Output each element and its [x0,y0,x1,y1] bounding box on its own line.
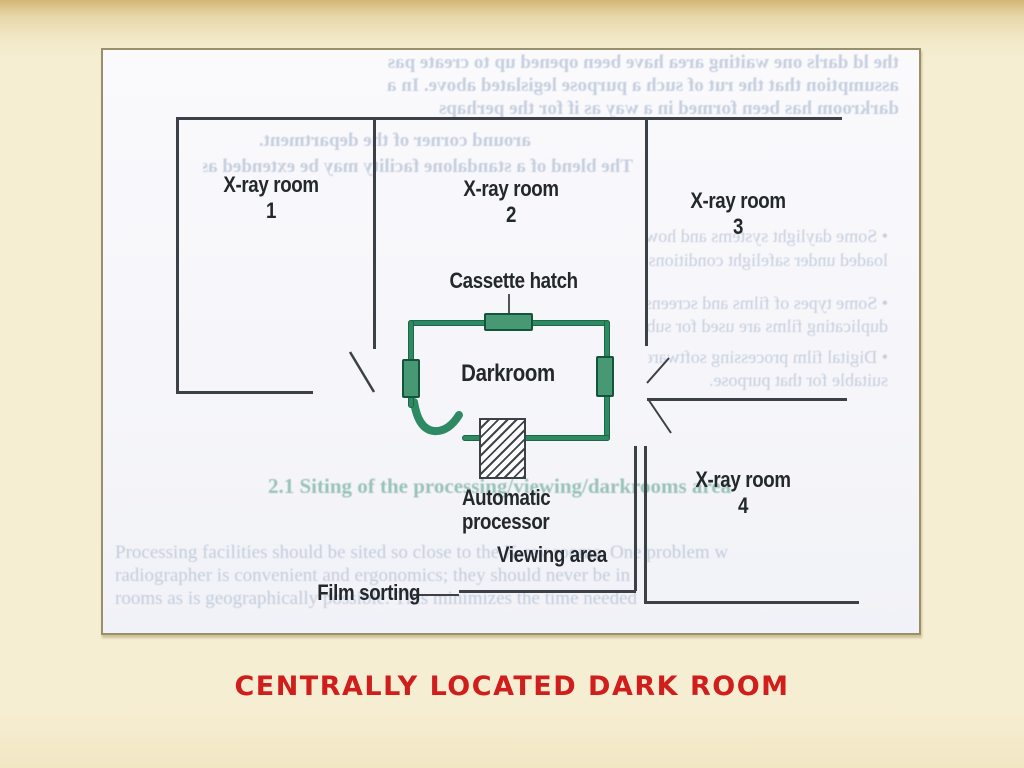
automatic-processor-label: Automatic processor [462,486,573,534]
room3-name: X-ray room [690,188,786,213]
room4-label: X-ray room 4 [692,467,794,519]
darkroom-door-swing [410,398,463,436]
bleed-line: Processing facilities should be sited so… [115,542,729,563]
bleed-line: • Digital film processing software can d… [648,347,888,367]
room2-label: X-ray room 2 [460,176,562,228]
room1-name: X-ray room [223,172,319,197]
room1-door-line [348,351,376,393]
bleed-line: duplicating films are used for subtracti… [648,316,888,336]
bleed-line: rooms as is geographically possible. Thi… [115,588,638,609]
viewing-area-label: Viewing area [497,542,607,567]
cassette-hatch-label: Cassette hatch [449,268,579,293]
cassette-hatch-box [484,313,533,331]
film-sorting-leader-line [413,594,459,596]
room1-number: 1 [265,198,277,223]
bleed-line: around corner of the department. [258,130,531,151]
room3-label: X-ray room 3 [687,188,789,240]
room2-name: X-ray room [463,176,559,201]
darkroom-label: Darkroom [461,360,555,387]
wall-room4-left [644,446,647,604]
wall-room1-right [373,117,376,349]
wall-viewing-left [634,446,637,591]
bleed-line: loaded under safelight conditions. [648,250,888,270]
bleed-line: the ld darls one waiting area have been … [387,52,899,73]
automatic-processor-box [479,418,526,479]
darkroom-left-hatch-box [402,359,420,398]
room3-number: 3 [732,214,744,239]
film-sorting-label: Film sorting [317,580,421,605]
wall-room2-room3-divider [645,117,648,346]
darkroom-wall-bottom [462,435,610,441]
bleed-line: • Some types of films and screens are no… [648,293,888,313]
darkroom-right-hatch-box [596,356,614,397]
wall-top [176,117,842,120]
room2-number: 2 [505,202,517,227]
slide-title: CENTRALLY LOCATED DARK ROOM [234,671,790,702]
room1-label: X-ray room 1 [220,172,322,224]
processor-label-line1: Automatic [462,485,551,510]
room4-number: 4 [737,493,749,518]
scanned-page-image: the ld darls one waiting area have been … [101,48,921,635]
wall-corridor-right [647,398,847,401]
bleed-line: radiographer is convenient and ergonomic… [115,565,631,586]
wall-room1-left [176,117,179,394]
wall-room1-bottom [176,391,313,394]
corridor-door-lower-line [647,398,672,434]
processor-label-line2: processor [462,509,550,534]
wall-bottom [644,601,859,604]
room4-name: X-ray room [695,467,791,492]
bleed-heading: 2.1 Siting of the processing/viewing/dar… [268,474,732,498]
bleed-line: suitable for that purpose. [709,370,888,390]
corridor-door-upper-line [646,357,670,384]
bench-viewing-area [459,590,636,593]
bleed-line: assumption that the rut of such a purpos… [387,75,899,96]
